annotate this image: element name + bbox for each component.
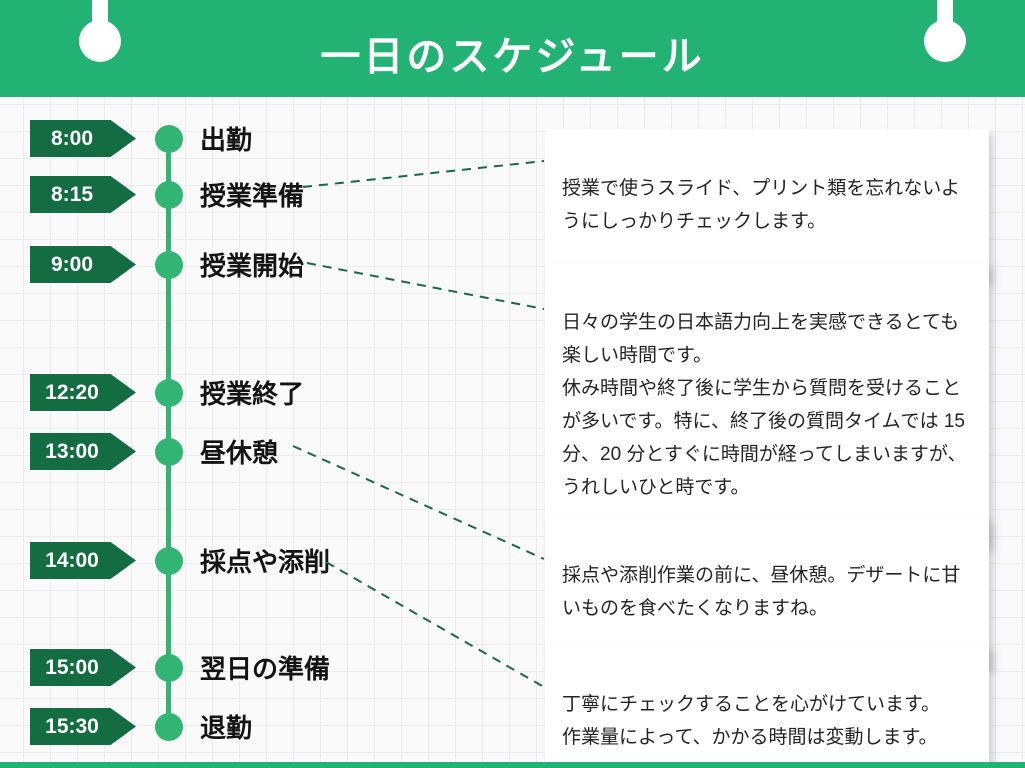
time-text: 8:00 <box>50 126 94 150</box>
header-bar: 一日のスケジュール <box>0 0 1025 97</box>
timeline-dot <box>155 437 183 466</box>
time-text: 15:00 <box>45 655 99 679</box>
timeline-dot <box>155 378 183 407</box>
pushpin-ball <box>79 20 121 62</box>
timeline-line <box>166 138 171 726</box>
note-text: 丁寧にチェックすることを心がけています。 作業量によって、かかる時間は変動します… <box>562 694 941 748</box>
event-label: 翌日の準備 <box>200 654 331 684</box>
note-card-class: 日々の学生の日本語力向上を実感できるとても楽しい時間です。 休み時間や終了後に学… <box>545 263 989 547</box>
pushpin-icon-right <box>924 0 966 70</box>
event-label: 採点や添削 <box>200 547 331 577</box>
time-text: 15:30 <box>45 714 99 738</box>
note-text: 授業で使うスライド、プリント類を忘れないようにしっかりチェックします。 <box>562 178 960 232</box>
time-text: 9:00 <box>50 252 94 276</box>
pushpin-icon-left <box>79 0 121 70</box>
connector-line-class-start <box>306 262 545 310</box>
event-label: 授業終了 <box>200 379 305 409</box>
event-label: 出勤 <box>200 125 253 155</box>
timeline-dot <box>155 250 183 279</box>
time-badge: 13:00 <box>30 433 136 470</box>
time-text: 12:20 <box>45 380 99 404</box>
timeline-dot <box>155 653 183 682</box>
time-badge: 14:00 <box>30 542 136 579</box>
connector-line-grading <box>325 561 545 688</box>
note-text: 日々の学生の日本語力向上を実感できるとても楽しい時間です。 休み時間や終了後に学… <box>562 312 967 498</box>
footer-bar <box>0 762 1025 768</box>
connector-line-preparation <box>302 160 545 188</box>
timeline-dot <box>155 546 183 575</box>
time-badge: 8:00 <box>30 120 136 157</box>
time-badge: 12:20 <box>30 374 136 411</box>
time-badge: 8:15 <box>30 176 136 213</box>
event-label: 退勤 <box>200 713 253 743</box>
time-badge: 9:00 <box>30 246 136 283</box>
note-card-preparation: 授業で使うスライド、プリント類を忘れないようにしっかりチェックします。 <box>545 129 989 281</box>
pushpin-ball <box>924 20 966 62</box>
time-text: 8:15 <box>50 182 94 206</box>
page-title: 一日のスケジュール <box>320 34 705 79</box>
timeline-dot <box>155 180 183 209</box>
time-text: 13:00 <box>45 439 99 463</box>
timeline-dot <box>155 712 183 741</box>
event-label: 昼休憩 <box>200 438 279 468</box>
note-card-next-day: 丁寧にチェックすることを心がけています。 作業量によって、かかる時間は変動します… <box>545 645 989 768</box>
time-text: 14:00 <box>45 548 99 572</box>
connector-line-lunch <box>292 445 545 560</box>
time-badge: 15:30 <box>30 708 136 745</box>
event-label: 授業準備 <box>200 181 305 211</box>
note-card-lunch: 採点や添削作業の前に、昼休憩。デザートに甘いものを食べたくなりますね。 <box>545 516 989 668</box>
time-badge: 15:00 <box>30 649 136 686</box>
event-label: 授業開始 <box>200 251 305 281</box>
note-text: 採点や添削作業の前に、昼休憩。デザートに甘いものを食べたくなりますね。 <box>562 565 961 619</box>
timeline-dot <box>155 124 183 153</box>
